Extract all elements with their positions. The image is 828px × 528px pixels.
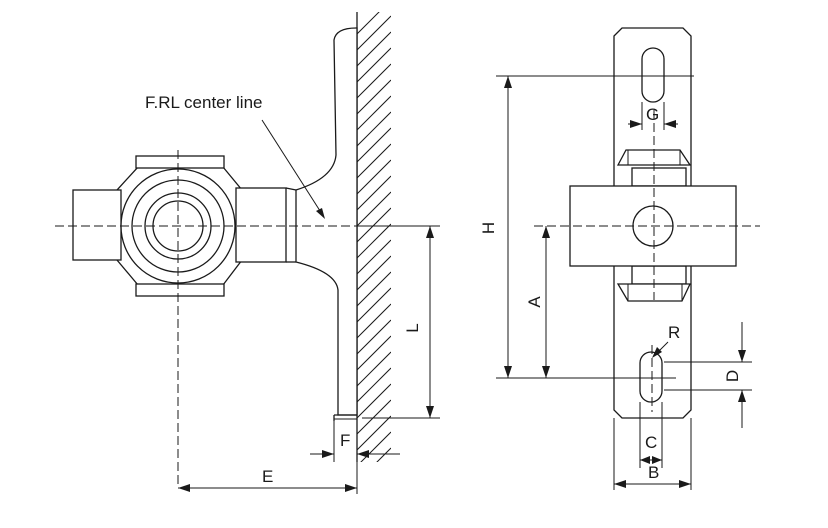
wall-hatch-line: [357, 271, 391, 307]
dim-G-label: G: [646, 105, 659, 124]
wall: [356, 12, 391, 528]
dim-A-label: A: [525, 296, 544, 308]
dim-H-label: H: [479, 222, 498, 234]
dim-C-label: C: [645, 433, 657, 452]
wall-hatch-line: [357, 223, 391, 259]
wall-hatch-line: [357, 143, 391, 179]
bottom-port: [135, 283, 225, 297]
side-view: F.RL center line L F E: [55, 12, 440, 528]
top-port: [135, 155, 225, 169]
wall-hatch-line: [357, 191, 391, 227]
wall-hatch-line: [357, 79, 391, 115]
wall-hatch-line: [357, 367, 391, 403]
dim-L-label: L: [403, 323, 422, 332]
wall-hatch-line: [357, 111, 391, 147]
wall-hatch-line: [357, 303, 391, 339]
dim-B-label: B: [648, 463, 659, 482]
wall-hatch-line: [357, 159, 391, 195]
wall-hatch-line: [357, 335, 391, 371]
wall-hatch-line: [357, 415, 391, 451]
wall-hatch-line: [357, 207, 391, 243]
right-port: [235, 187, 287, 263]
dim-D-label: D: [723, 370, 742, 382]
wall-hatch-line: [357, 383, 391, 419]
wall-hatch-line: [357, 47, 391, 83]
wall-hatch-line: [357, 480, 391, 514]
wall-hatch-line: [357, 351, 391, 387]
upper-slot: [641, 47, 665, 103]
wall-hatch-line: [357, 399, 391, 435]
wall-hatch-line: [357, 464, 391, 498]
wall-hatch-line: [357, 512, 391, 528]
wall-hatch-line: [357, 63, 391, 99]
wall-hatch-line: [357, 175, 391, 211]
wall-hatch-line: [357, 255, 391, 291]
wall-hatch-line: [357, 95, 391, 131]
wall-hatch-line: [357, 239, 391, 275]
wall-hatch-line: [357, 127, 391, 163]
dim-E-label: E: [262, 467, 273, 486]
left-port: [72, 189, 122, 261]
wall-hatch-line: [357, 496, 391, 528]
center-line-callout: F.RL center line: [145, 93, 262, 112]
wall-hatch-line: [360, 431, 391, 462]
front-view: H A G R D C: [479, 27, 760, 490]
bracket-plate: [295, 27, 358, 416]
wall-hatch-line: [357, 12, 380, 35]
lower-slot: [639, 351, 663, 403]
wall-hatch-line: [357, 287, 391, 323]
wall-hatch-line: [357, 15, 391, 51]
wall-hatch-line: [357, 319, 391, 355]
dim-F-label: F: [340, 431, 350, 450]
dim-R-label: R: [668, 323, 680, 342]
wall-hatch-line: [357, 31, 391, 67]
